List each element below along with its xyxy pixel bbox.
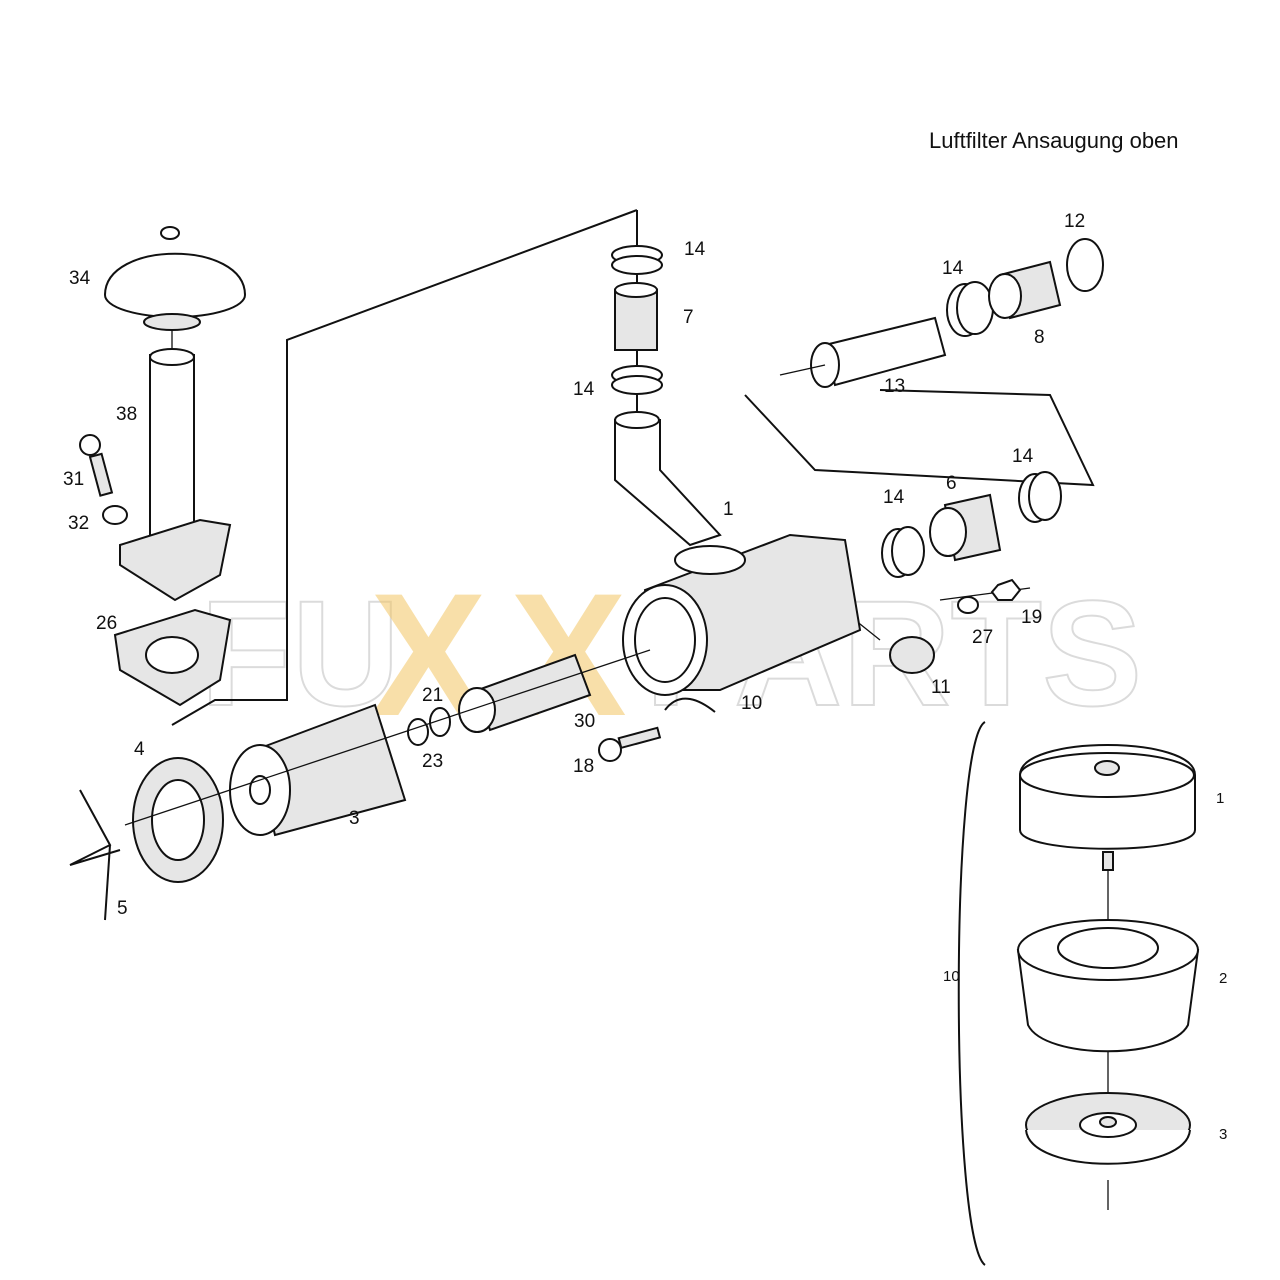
callout-5: 5 [117, 898, 128, 919]
inset-bracket [957, 721, 986, 1266]
clamp-part-14-right-top [946, 281, 994, 337]
clamp-part-12 [1066, 238, 1104, 292]
assembly-axis-line [124, 649, 651, 826]
callout-14-right-end: 14 [1012, 446, 1034, 467]
washer-part-27 [957, 596, 979, 614]
inset-label-1: 1 [1216, 790, 1224, 807]
inset-base-3 [1025, 1092, 1191, 1210]
clamp-part-14-right-mid [881, 526, 925, 578]
sleeve-part-6 [929, 493, 1002, 562]
callout-23: 23 [422, 751, 443, 772]
callout-27: 27 [972, 627, 993, 648]
callout-32: 32 [68, 513, 89, 534]
watermark: FU X X PARTS [199, 558, 1143, 753]
tube-part-13 [810, 316, 947, 388]
callout-6: 6 [946, 473, 957, 494]
hose-part-7 [614, 282, 658, 351]
callout-14-right-mid: 14 [883, 487, 905, 508]
callout-14-right-top: 14 [942, 258, 964, 279]
bolt-part-31 [79, 434, 114, 497]
housing-part-1 [622, 533, 862, 696]
inner-filter-part-30 [458, 653, 592, 733]
seal-part-21 [429, 707, 451, 737]
callout-labels: 34 38 31 32 26 14 7 14 14 12 8 13 1 14 6… [63, 211, 1085, 919]
callout-3: 3 [349, 808, 360, 829]
outer-filter-part-3 [229, 703, 407, 837]
nut-part-19 [990, 578, 1022, 601]
assembly-axis-line-upper [779, 364, 826, 376]
cover-part-4 [132, 757, 224, 883]
clip-part-10 [664, 697, 716, 713]
callout-4: 4 [134, 739, 145, 760]
pipe-part-38 [119, 330, 232, 602]
callout-21: 21 [422, 685, 443, 706]
nut-part-23 [407, 718, 429, 746]
intake-elbow [614, 411, 722, 547]
inset-label-10: 10 [943, 968, 960, 985]
clamp-part-14-mid [611, 365, 663, 395]
callout-13: 13 [884, 376, 905, 397]
callout-18: 18 [573, 756, 594, 777]
bolt-part-18 [598, 726, 662, 762]
inset-label-3: 3 [1219, 1126, 1227, 1143]
watermark-x-2: X [510, 558, 627, 753]
callout-7: 7 [683, 307, 694, 328]
diagram-title: Luftfilter Ansaugung oben [929, 128, 1179, 153]
inset-bowl-2 [1016, 919, 1200, 1053]
callout-1: 1 [723, 499, 734, 520]
callout-14-top: 14 [684, 239, 706, 260]
callout-19: 19 [1021, 607, 1042, 628]
callout-11: 11 [931, 677, 951, 698]
clamp-part-14-right-end [1018, 471, 1062, 523]
callout-38: 38 [116, 404, 137, 425]
clamp-part-14-top [611, 245, 663, 275]
callout-10: 10 [741, 693, 762, 714]
callout-31: 31 [63, 469, 84, 490]
callout-12: 12 [1064, 211, 1085, 232]
callout-8: 8 [1034, 327, 1045, 348]
callout-26: 26 [96, 613, 117, 634]
washer-part-32 [102, 505, 128, 525]
spring-clip-part-5 [69, 789, 121, 921]
sleeve-part-8 [988, 260, 1062, 320]
callout-30: 30 [574, 711, 595, 732]
inset-label-2: 2 [1219, 970, 1227, 987]
callout-14-mid: 14 [573, 379, 595, 400]
valve-part-11 [889, 636, 935, 674]
inset-detail-10: 10 1 2 3 [943, 721, 1227, 1266]
cap-part-34 [104, 226, 246, 331]
gasket-part-26 [113, 608, 232, 707]
callout-34: 34 [69, 268, 91, 289]
inset-cap-1 [1019, 744, 1196, 871]
